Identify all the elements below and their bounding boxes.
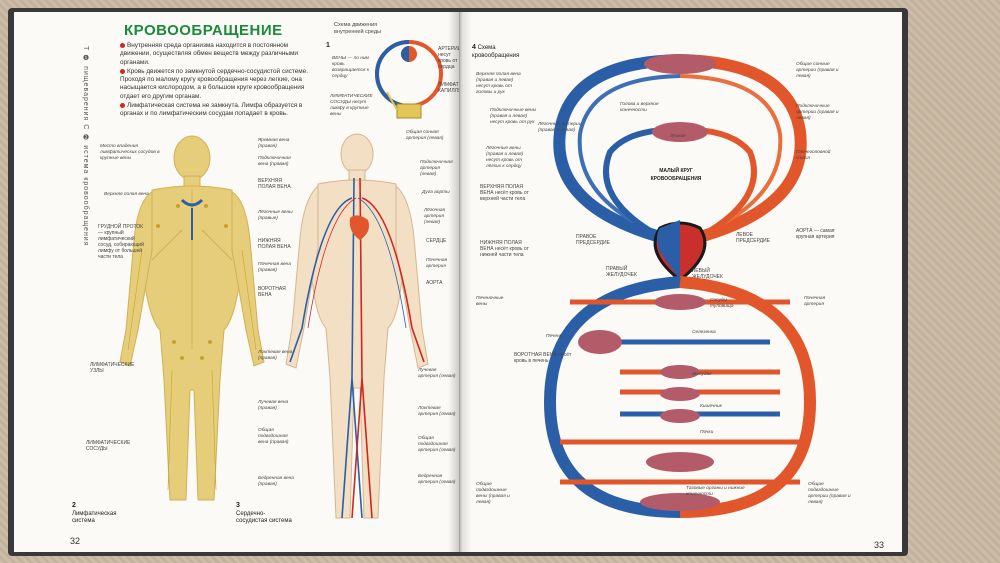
- scheme-label: ЛЕВЫЙ ЖЕЛУДОЧЕК: [692, 268, 723, 280]
- bullet-icon: [120, 102, 125, 108]
- intro-text: Внутренняя среда организма находится в п…: [120, 42, 316, 120]
- vein-label: Локтевая вена (правая): [258, 350, 293, 361]
- scheme-label: НИЖНЯЯ ПОЛАЯ ВЕНА несёт кровь от нижней …: [480, 240, 529, 258]
- right-page: 4 Схема кровообращения: [460, 12, 902, 552]
- vein-label: Лёгочные вены (правые): [258, 210, 293, 221]
- lymph-label: ГРУДНОЙ ПРОТОК — крупный лимфатический с…: [98, 224, 144, 260]
- vein-label: Яремная вена (правая): [258, 138, 290, 149]
- scheme-label: Лёгкие: [670, 134, 686, 139]
- scheme-label: Голова и верхние конечности: [620, 102, 659, 113]
- bullet-icon: [120, 42, 125, 48]
- scheme-label: ПРАВОЕ ПРЕДСЕРДИЕ: [576, 234, 610, 246]
- vein-label: НИЖНЯЯ ПОЛАЯ ВЕНА: [258, 238, 291, 250]
- vein-label: Общая подвздошная вена (правая): [258, 428, 289, 445]
- organ-label: Кишечник: [700, 404, 722, 409]
- artery-label: СЕРДЦЕ: [426, 238, 447, 244]
- scheme-label: Лёгочные вены (правая и левая) несут кро…: [486, 146, 524, 169]
- organ-label: Почки: [700, 430, 714, 435]
- small-circle-label: МАЛЫЙ КРУГ КРОВООБРАЩЕНИЯ: [650, 168, 702, 182]
- scheme-label: Подключичные вены (правая и левая) несут…: [490, 108, 537, 125]
- vein-label: Лучевая вена (правая): [258, 400, 289, 411]
- page-title: КРОВООБРАЩЕНИЕ: [124, 22, 283, 39]
- scheme-label: Общие подвздошные вены (правая и левая): [476, 482, 510, 505]
- scheme-label: Печень: [546, 334, 563, 339]
- intro-paragraph: Кровь движется по замкнутой сердечно-сос…: [120, 67, 308, 100]
- organ-label: Желудок: [692, 372, 712, 377]
- cardiovascular-figure: [285, 133, 429, 519]
- scheme-label: Лёгочные артерии (правая и левая): [538, 122, 582, 133]
- lymphatic-figure: [119, 135, 265, 501]
- scheme-label: Почечная артерия: [804, 296, 826, 307]
- sidebar-contents: Т ❶ пищеварения С ❷ истема кровообращени…: [82, 46, 89, 247]
- scheme-label: Верхняя полая вена (правая и левая) несу…: [476, 72, 521, 95]
- artery-label: Лёгочная артерия (левая): [424, 208, 446, 225]
- scheme-1-label: ВЕНЫ — по ним кровь возвращается к сердц…: [332, 56, 370, 79]
- scheme-label: Подключичные артерии (правая и левая): [796, 104, 839, 121]
- vein-label: ВЕРХНЯЯ ПОЛАЯ ВЕНА: [258, 178, 291, 190]
- artery-label: Общая подвздошная артерия (левая): [418, 436, 456, 453]
- lymph-label: Место впадения лимфатических сосудов в к…: [100, 144, 160, 161]
- scheme-label: ЛЕВОЕ ПРЕДСЕРДИЕ: [736, 232, 770, 244]
- artery-label: Общая сонная артерия (левая): [406, 130, 444, 141]
- scheme-1-label: АРТЕРИИ несут кровь от сердца: [438, 46, 459, 70]
- scheme-1-title: Схема движения внутренней среды: [334, 22, 381, 35]
- artery-label: Дуга аорты: [422, 190, 450, 195]
- lymph-label: Верхняя полая вена: [104, 192, 149, 197]
- scheme-label: Плечеголовной ствол: [796, 150, 831, 161]
- page-number-right: 33: [874, 540, 885, 550]
- bullet-icon: [120, 68, 125, 74]
- artery-label: Бедренная артерия (левая): [418, 474, 456, 485]
- intro-paragraph: Внутренняя среда организма находится в п…: [120, 42, 298, 66]
- book-gutter: [448, 12, 472, 552]
- circulation-scheme: [543, 54, 817, 518]
- left-page: Т ❶ пищеварения С ❷ истема кровообращени…: [14, 12, 460, 552]
- scheme-label: Общие сонные артерии (правая и левая): [796, 62, 839, 79]
- open-book: Т ❶ пищеварения С ❷ истема кровообращени…: [8, 8, 908, 556]
- organ-label: Тазовые органы и нижние конечности: [686, 486, 745, 497]
- scheme-label: ВЕРХНЯЯ ПОЛАЯ ВЕНА несёт кровь от верхне…: [480, 184, 529, 202]
- scheme-label: Общие подвздошные артерии (правая и лева…: [808, 482, 851, 505]
- artery-label: Локтевая артерия (левая): [418, 406, 456, 417]
- vein-label: Бедренная вена (правая): [258, 476, 294, 487]
- scheme-label: АОРТА — самая крупная артерия: [796, 228, 835, 240]
- artery-label: Лучевая артерия (левая): [418, 368, 456, 379]
- page-number-left: 32: [70, 536, 81, 546]
- vein-label: Почечная вена (правая): [258, 262, 291, 273]
- scheme-label: ПРАВЫЙ ЖЕЛУДОЧЕК: [606, 266, 637, 278]
- lymph-label: ЛИМФАТИЧЕСКИЕ УЗЛЫ: [90, 362, 135, 374]
- vein-label: Подключичная вена (правая): [258, 156, 291, 167]
- intro-paragraph: Лимфатическая система не замкнута. Лимфа…: [120, 102, 303, 118]
- scheme-4-title: 4 Схема кровообращения: [472, 44, 520, 59]
- scheme-1-number: 1: [326, 42, 330, 49]
- artery-label: АОРТА: [426, 280, 443, 286]
- scheme-1-label: ЛИМФАТИЧЕСКИЕ СОСУДЫ несут лимфу в крупн…: [330, 94, 373, 117]
- organ-label: Сосуды туловища: [710, 298, 734, 309]
- vein-label: ВОРОТНАЯ ВЕНА: [258, 286, 286, 298]
- artery-label: Почечная артерия: [426, 258, 448, 269]
- scheme-label: Печеночные вены: [476, 296, 504, 307]
- scheme-1-diagram: [375, 40, 443, 119]
- scheme-1-label: ЛИМФАТИЧЕСКИЕ КАПИЛЛЯРЫ: [438, 82, 459, 94]
- scheme-label: ВОРОТНАЯ ВЕНА несёт кровь в печень: [514, 352, 572, 364]
- organ-label: Селезенка: [692, 330, 716, 335]
- artery-label: Подключичная артерия (левая): [420, 160, 453, 177]
- lymph-label: ЛИМФАТИЧЕСКИЕ СОСУДЫ: [86, 440, 131, 452]
